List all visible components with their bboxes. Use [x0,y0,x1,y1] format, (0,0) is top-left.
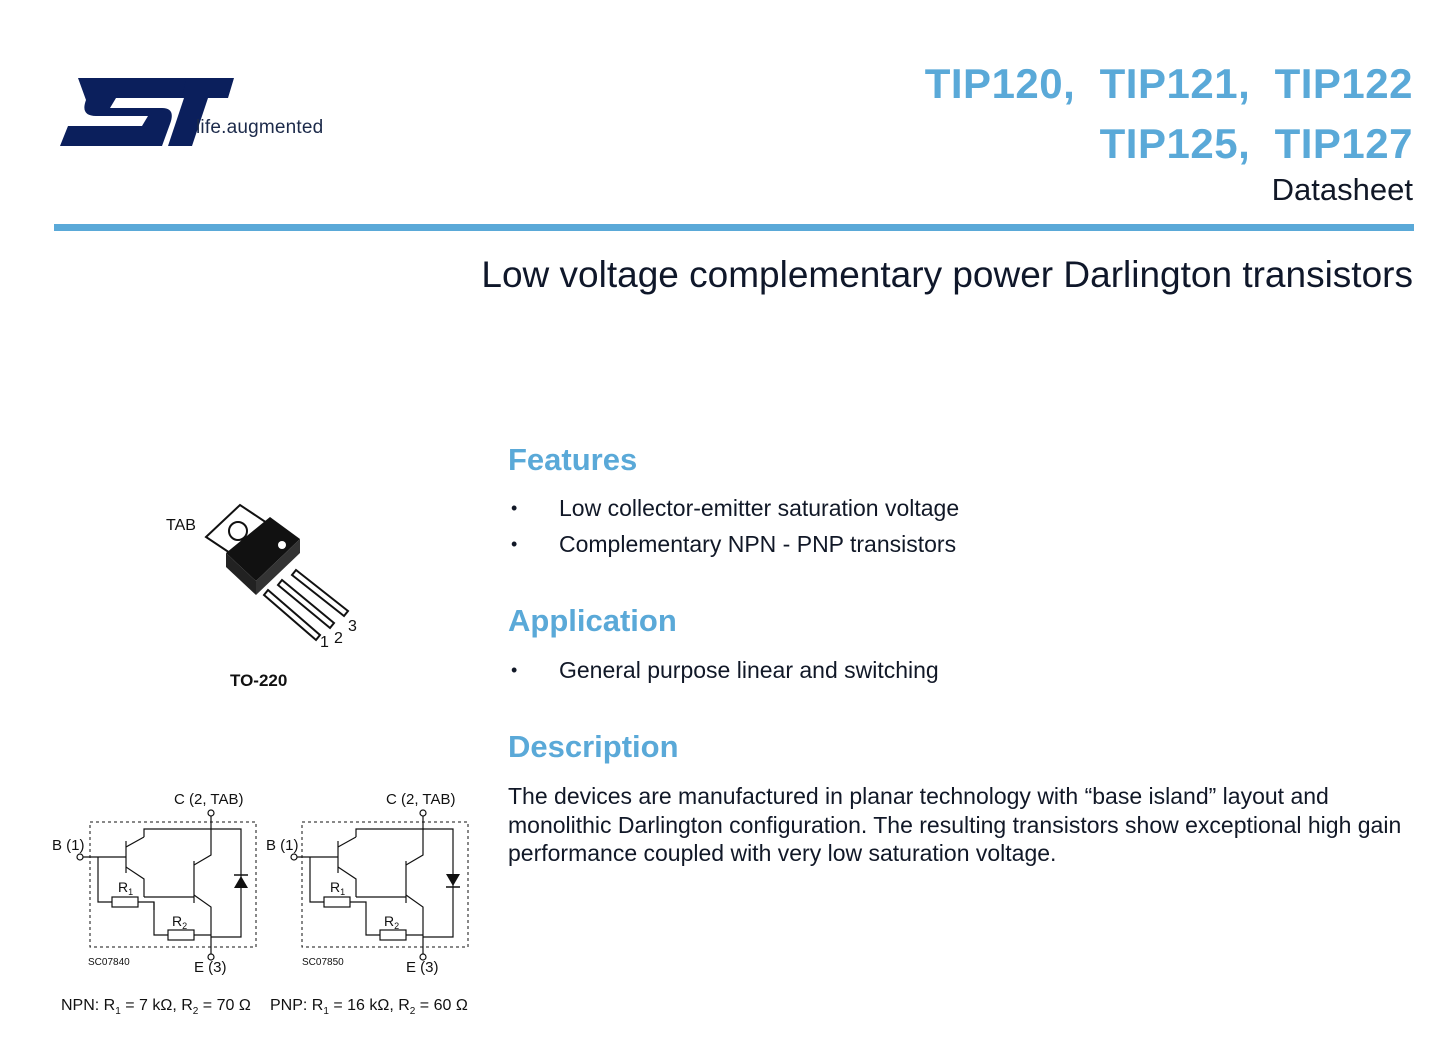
part-numbers-line1: TIP120, TIP121, TIP122 [924,60,1413,107]
pin-label-3: 3 [348,618,357,635]
description-heading: Description [508,729,679,764]
to220-package-icon: TAB 1 2 3 [166,503,357,651]
header-divider [54,224,1414,231]
npn-r1-label: R1 [118,879,133,897]
bullet-icon: • [511,660,518,680]
list-item-text: Low collector-emitter saturation voltage [559,495,960,521]
part-numbers-line2: TIP125, TIP127 [1099,120,1413,167]
list-item-text: General purpose linear and switching [559,657,939,683]
npn-collector-label: C (2, TAB) [174,791,243,808]
st-logo-icon [60,78,234,146]
logo-tagline: life.augmented [196,117,324,138]
pnp-schematic-diagram: C (2, TAB) B (1) R1 R2 SC07850 E (3) [266,791,469,976]
package-name: TO-220 [230,671,288,690]
list-item: • Low collector-emitter saturation voltag… [508,490,959,526]
npn-drawing-code: SC07840 [88,957,130,968]
npn-resistor-caption: NPN: R1 = 7 kΩ, R2 = 70 Ω [61,997,251,1018]
page-title: Low voltage complementary power Darlingt… [481,254,1413,295]
bullet-icon: • [511,498,518,518]
pnp-r2-label: R2 [384,913,399,931]
npn-r2-label: R2 [172,913,187,931]
npn-schematic-diagram: C (2, TAB) B (1) R1 R2 SC07840 E (3) [52,791,257,976]
features-heading: Features [508,442,638,477]
pnp-base-label: B (1) [266,837,299,854]
pnp-emitter-label: E (3) [406,959,439,976]
list-item: • General purpose linear and switching [508,652,939,688]
pin-label-1: 1 [320,634,329,651]
pnp-r1-label: R1 [330,879,345,897]
pin-label-2: 2 [334,630,343,647]
description-text: The devices are manufactured in planar t… [508,783,1402,866]
npn-base-label: B (1) [52,837,85,854]
pnp-resistor-caption: PNP: R1 = 16 kΩ, R2 = 60 Ω [270,997,468,1018]
features-list: • Low collector-emitter saturation voltag… [508,490,959,562]
bullet-icon: • [511,534,518,554]
package-tab-label: TAB [166,517,196,534]
pnp-collector-label: C (2, TAB) [386,791,455,808]
application-list: • General purpose linear and switching [508,652,939,688]
npn-emitter-label: E (3) [194,959,227,976]
list-item: • Complementary NPN - PNP transistors [508,526,959,562]
document-type: Datasheet [1271,172,1413,207]
application-heading: Application [508,603,677,638]
list-item-text: Complementary NPN - PNP transistors [559,531,957,557]
pnp-drawing-code: SC07850 [302,957,344,968]
